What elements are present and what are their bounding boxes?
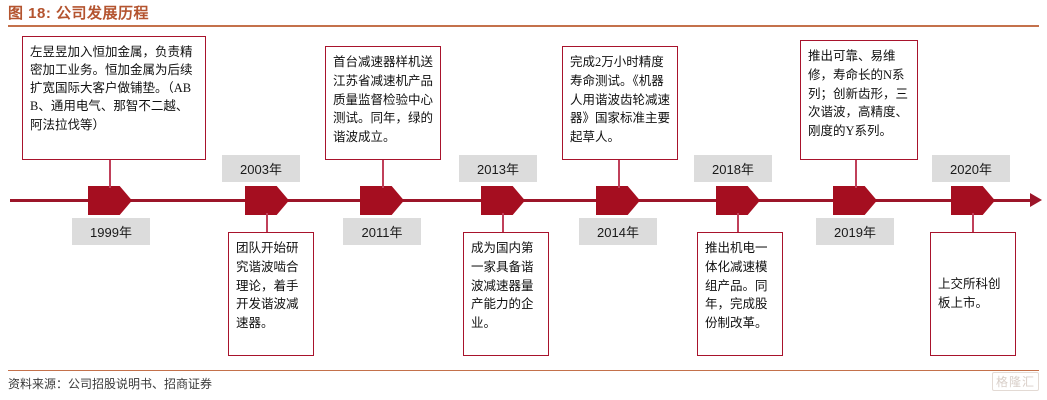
timeline-arrow-icon (1030, 193, 1042, 207)
watermark-logo: 格隆汇 (991, 372, 1039, 391)
connector-stem-2020 (972, 213, 974, 233)
timeline-marker-2014[interactable] (596, 186, 640, 215)
year-chip-2003: 2003年 (222, 155, 300, 182)
year-chip-2018: 2018年 (694, 155, 772, 182)
source-note: 资料来源：公司招股说明书、招商证券 (8, 377, 213, 391)
connector-stem-2011 (382, 158, 384, 188)
year-chip-2011: 2011年 (343, 218, 421, 245)
note-box-2011: 首台减速器样机送江苏省减速机产品质量监督检验中心测试。同年，绿的谐波成立。 (325, 46, 441, 160)
note-box-2003: 团队开始研究谐波啮合理论，着手开发谐波减速器。 (228, 232, 314, 356)
footer-divider (8, 370, 1039, 371)
timeline-marker-2019[interactable] (833, 186, 877, 215)
timeline-marker-1999[interactable] (88, 186, 132, 215)
note-box-2019: 推出可靠、易维修，寿命长的N系列；创新齿形，三次谐波，高精度、刚度的Y系列。 (800, 40, 918, 160)
year-chip-1999: 1999年 (72, 218, 150, 245)
connector-stem-2018 (737, 213, 739, 233)
year-chip-2014: 2014年 (579, 218, 657, 245)
page-title: 图 18: 公司发展历程 (8, 5, 150, 22)
year-chip-2019: 2019年 (816, 218, 894, 245)
connector-stem-2019 (855, 158, 857, 188)
year-chip-2013: 2013年 (459, 155, 537, 182)
timeline-marker-2003[interactable] (245, 186, 289, 215)
year-chip-2020: 2020年 (932, 155, 1010, 182)
connector-stem-2003 (266, 213, 268, 233)
title-divider (8, 25, 1039, 27)
connector-stem-1999 (109, 158, 111, 188)
connector-stem-2013 (502, 213, 504, 233)
timeline-marker-2013[interactable] (481, 186, 525, 215)
note-box-2020: 上交所科创板上市。 (930, 232, 1016, 356)
note-box-1999: 左昱昱加入恒加金属，负责精密加工业务。恒加金属为后续扩宽国际大客户做铺垫。（AB… (22, 36, 206, 160)
timeline-marker-2018[interactable] (716, 186, 760, 215)
note-box-2013: 成为国内第一家具备谐波减速器量产能力的企业。 (463, 232, 549, 356)
note-box-2018: 推出机电一体化减速模组产品。同年，完成股份制改革。 (697, 232, 783, 356)
connector-stem-2014 (618, 158, 620, 188)
timeline-marker-2020[interactable] (951, 186, 995, 215)
timeline-marker-2011[interactable] (360, 186, 404, 215)
note-box-2014: 完成2万小时精度寿命测试。《机器人用谐波齿轮减速器》国家标准主要起草人。 (562, 46, 678, 160)
